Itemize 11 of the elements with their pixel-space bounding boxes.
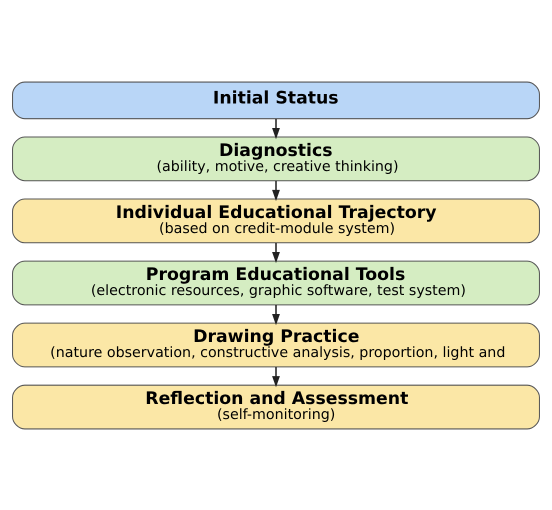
node-box: Drawing Practice (nature observation, constructive analysis, proportion, light and — [12, 322, 540, 367]
node-box: Diagnostics (ability, motive, creative thinking) — [12, 136, 540, 181]
arrow — [272, 242, 280, 263]
node-box: Program Educational Tools (electronic resources, graphic software, test system) — [12, 260, 540, 305]
arrow — [272, 304, 280, 325]
arrow — [272, 118, 280, 139]
node-box: Reflection and Assessment (self-monitoring) — [12, 384, 540, 429]
arrow — [272, 366, 280, 387]
node-box: Initial Status — [12, 81, 540, 119]
arrow — [272, 180, 280, 201]
node-box: Individual Educational Trajectory (based on credit-module system) — [12, 198, 540, 243]
